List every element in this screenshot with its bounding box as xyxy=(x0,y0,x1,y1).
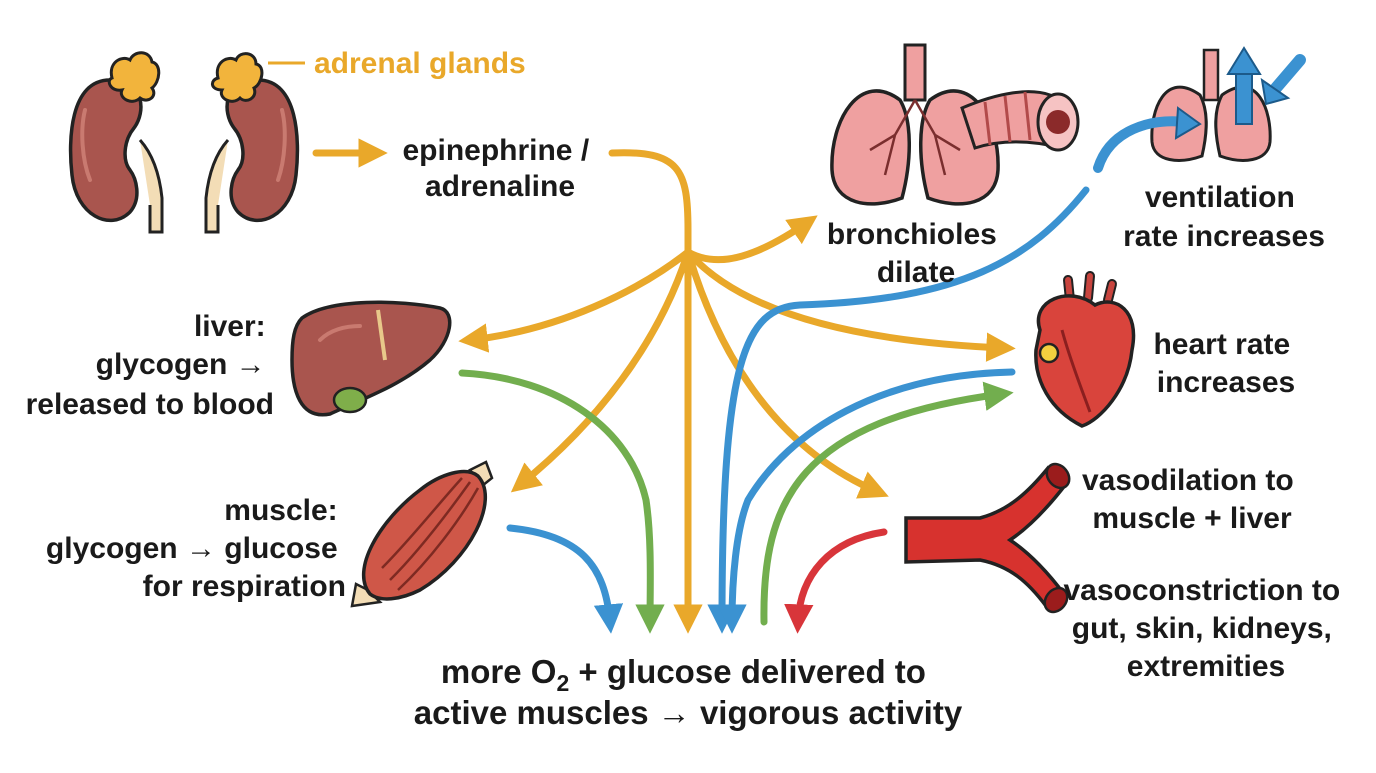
arrow-liver-to-outcome xyxy=(458,369,665,634)
arrow-green-to-heart xyxy=(760,381,1014,626)
heart-rate-label: heart rate increases xyxy=(1153,328,1298,399)
arrow-to-muscle xyxy=(510,248,692,493)
arrow-to-heart xyxy=(684,248,1016,362)
arrow-ventilation-to-outcome xyxy=(707,186,1090,634)
arrow-vessel-to-outcome xyxy=(784,528,888,634)
adrenal-gland-icon xyxy=(107,51,161,103)
adrenal-glands-label: adrenal glands xyxy=(314,47,526,80)
kidney-icon xyxy=(204,78,300,234)
arrow-heart-to-outcome xyxy=(717,368,1016,634)
liver-icon xyxy=(290,300,452,417)
arrows-green xyxy=(458,369,1014,634)
bronchiole-icon xyxy=(960,90,1080,152)
arrow-muscle-to-outcome xyxy=(506,524,624,634)
ventilation-arrows xyxy=(1093,46,1306,173)
heart-icon xyxy=(1034,271,1136,428)
outcome-label: more O2 + glucose delivered to active mu… xyxy=(414,653,963,731)
blood-vessel-icon xyxy=(904,462,1071,614)
epinephrine-label: epinephrine / adrenaline xyxy=(402,134,597,203)
ventilation-label: ventilation rate increases xyxy=(1123,181,1325,253)
kidney-icon xyxy=(68,78,164,234)
arrows-blue xyxy=(506,186,1090,634)
arrow-to-bronchioles xyxy=(684,215,818,264)
arrow-to-vessel xyxy=(684,248,889,499)
liver-label: liver: glycogen → released to blood xyxy=(26,310,274,421)
arrow-epinephrine-trunk xyxy=(608,149,692,256)
vasoconstriction-label: vasoconstriction to gut, skin, kidneys, … xyxy=(1063,574,1348,683)
arrows-gold xyxy=(312,138,1016,634)
lungs-icon xyxy=(830,43,1000,206)
arrow-to-liver xyxy=(458,248,692,353)
vasodilation-label: vasodilation to muscle + liver xyxy=(1082,464,1302,535)
bronchioles-label: bronchioles dilate xyxy=(827,218,1005,289)
muscle-label: muscle: glycogen → glucose for respirati… xyxy=(46,494,346,603)
arrows-red xyxy=(784,528,888,634)
muscle-icon xyxy=(350,460,494,608)
adrenal-gland-icon xyxy=(211,52,264,103)
